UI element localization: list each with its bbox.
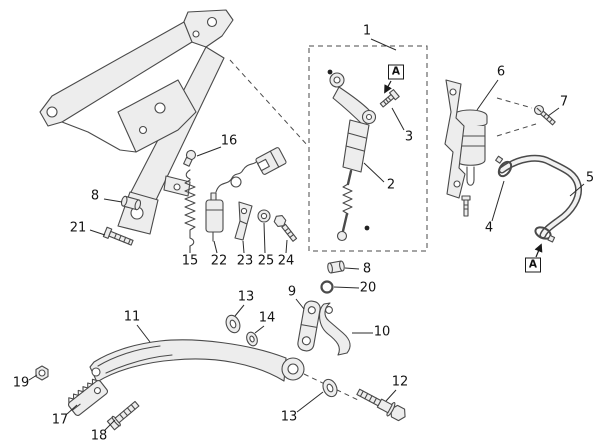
bolt-18-art [106,400,140,431]
part-label-24: 24 [277,253,295,269]
oring-20-art [320,280,334,294]
bracket-23-art [234,201,253,241]
master-cylinder-art [327,69,400,242]
callout-line [296,391,324,413]
clamp-4-art [495,155,556,243]
callout-line [103,198,123,203]
part-label-14: 14 [258,310,276,326]
bolt-12-art [356,388,406,422]
nut-19-art [35,365,49,381]
part-label-12: 12 [391,374,409,390]
callout-line [333,286,360,289]
spring-15-art [184,169,196,247]
callout-line [89,229,106,236]
part-label-5: 5 [585,170,595,186]
part-label-3: 3 [404,129,414,145]
frame-bracket-art [39,9,234,235]
detail-marker-A-bottom: A [525,257,541,273]
part-label-13b: 13 [280,409,298,425]
part-label-7: 7 [559,94,569,110]
sensor-16-art [183,149,197,167]
callout-line [242,240,245,254]
lever-10-art [319,302,351,356]
link-9-art [297,300,321,352]
part-label-19: 19 [12,375,30,391]
reservoir-bracket-art [444,79,471,217]
callout-line [384,80,392,94]
callout-line [476,79,499,111]
washer-13b-art [322,378,338,398]
part-label-9: 9 [287,284,297,300]
pedal-tip-17-art [67,378,109,416]
part-label-20: 20 [359,280,377,296]
callout-line [363,162,385,183]
bolt-21-art [102,226,134,246]
callout-line [295,298,305,310]
bleed-bolt-3-art [379,89,400,108]
callout-line [263,222,266,254]
part-label-18: 18 [90,428,108,444]
callout-line [391,107,405,131]
callout-line [370,38,397,51]
callout-line [104,419,116,431]
callout-line [213,240,218,254]
part-label-6: 6 [496,64,506,80]
callout-line [254,325,265,334]
callout-line [28,374,38,381]
part-label-1: 1 [362,23,372,39]
part-label-2: 2 [386,177,396,193]
bolt-24-art [273,215,298,242]
connector-art [255,147,287,175]
part-label-15: 15 [181,253,199,269]
part-label-10: 10 [373,324,391,340]
callout-line [491,180,505,222]
part-label-23: 23 [236,253,254,269]
washer-13a-art [225,314,241,334]
screw-7-art [533,104,556,126]
detail-marker-A-top: A [388,64,404,80]
callout-line [285,239,288,254]
callout-line [196,146,222,157]
part-label-13a: 13 [237,289,255,305]
bushing-8-art [120,195,142,211]
part-label-11: 11 [123,309,141,325]
callout-line [547,107,560,117]
pedal-11-art [89,339,305,383]
part-label-8b: 8 [362,261,372,277]
part-label-16: 16 [220,133,238,149]
part-label-17: 17 [51,412,69,428]
part-label-22: 22 [210,253,228,269]
callout-line [66,404,78,415]
callout-line [569,183,585,197]
part-label-4: 4 [484,220,494,236]
callout-line [385,389,397,402]
callout-line [534,243,543,258]
hose-5-art [498,154,583,239]
washer-25-art [257,209,271,223]
callout-line [234,304,245,317]
callout-line [344,267,360,270]
part-label-25: 25 [257,253,275,269]
bushing-8b-art [327,260,345,274]
switch-22-art [205,159,259,242]
part-label-21: 21 [69,220,87,236]
washer-14-art [246,331,258,347]
bracket-bolt-art [461,195,471,217]
callout-line [136,324,151,343]
part-label-8a: 8 [90,188,100,204]
